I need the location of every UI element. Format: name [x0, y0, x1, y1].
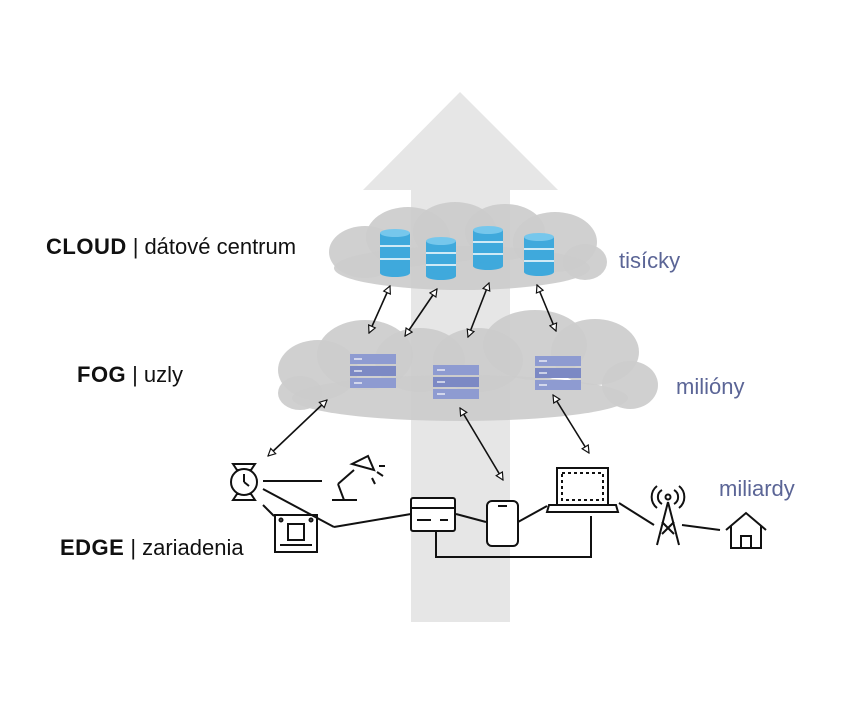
cloud-fog-arrow — [537, 285, 556, 331]
cloud-layer-shape — [329, 202, 607, 290]
edge-links — [262, 480, 721, 558]
database-icon — [524, 233, 554, 276]
cloud-fog-arrow — [405, 289, 437, 336]
cloud-count-label: tisícky — [619, 248, 681, 273]
fog-keyword: FOG — [77, 362, 127, 387]
edge-count-label: miliardy — [719, 476, 795, 501]
house-icon — [725, 511, 767, 549]
microchip-icon — [274, 514, 318, 553]
cloud-fog-arrow — [369, 286, 390, 333]
desk-lamp-icon — [332, 454, 385, 501]
edge-description: zariadenia — [142, 535, 244, 560]
fog-edge-arrow — [459, 408, 504, 480]
server-rack-icon — [350, 354, 396, 388]
card-reader-icon — [410, 497, 456, 532]
smartwatch-icon — [230, 463, 258, 501]
label-separator: | — [132, 234, 139, 259]
cloud-keyword: CLOUD — [46, 234, 127, 259]
label-separator: | — [132, 362, 138, 387]
label-separator: | — [130, 535, 137, 560]
cell-tower-icon — [650, 485, 686, 546]
smartphone-icon — [486, 500, 519, 547]
cloud-fog-arrow — [468, 283, 489, 337]
fog-edge-arrow — [553, 395, 589, 453]
database-icon — [426, 237, 456, 280]
database-icon — [380, 229, 410, 277]
fog-description: uzly — [143, 362, 184, 387]
fog-layer-label: FOG|uzly — [77, 362, 183, 388]
fog-count-label: milióny — [676, 374, 745, 399]
laptop-icon — [545, 467, 620, 513]
cloud-layer-label: CLOUD|dátové centrum — [46, 234, 296, 260]
connection-arrows — [268, 283, 589, 480]
server-rack-icon — [433, 365, 479, 399]
server-rack-icon — [535, 356, 581, 390]
fog-edge-arrow — [268, 400, 327, 456]
edge-keyword: EDGE — [60, 535, 125, 560]
cloud-description: dátové centrum — [144, 234, 297, 259]
database-icon — [473, 226, 503, 270]
edge-layer-label: EDGE|zariadenia — [60, 535, 244, 561]
